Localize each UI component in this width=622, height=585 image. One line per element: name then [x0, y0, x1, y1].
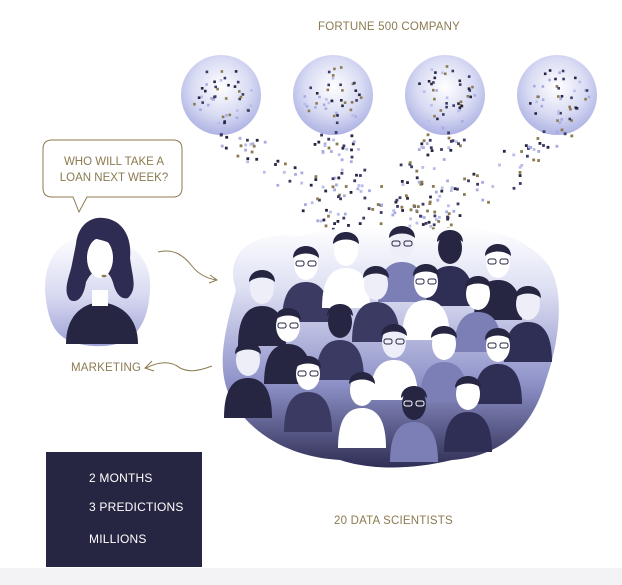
data-scientist-team [222, 226, 559, 468]
data-scientist [420, 326, 468, 402]
arrow-to-team [157, 250, 217, 281]
data-scientist [504, 286, 552, 362]
data-scientist [390, 386, 438, 462]
stat-value: MILLIONS [46, 527, 202, 551]
data-scientist [322, 232, 370, 308]
bottom-strip [0, 568, 622, 585]
data-scientists-label: 20 DATA SCIENTISTS [334, 515, 453, 527]
speech-bubble-text: WHO WILL TAKE A LOAN NEXT WEEK? [56, 154, 172, 186]
speech-bubble-line-1: WHO WILL TAKE A [63, 156, 165, 168]
arrow-to-team-head [208, 274, 219, 284]
stat-value-text: MILLIONS [89, 532, 147, 546]
data-circle [293, 55, 373, 135]
data-scientist [338, 372, 386, 448]
stat-predictions: 3 PREDICTIONS [46, 495, 202, 519]
data-scientist [474, 244, 522, 320]
data-source-circles [181, 55, 597, 135]
data-scientist [426, 230, 474, 306]
data-circle [517, 55, 597, 135]
data-scientist [444, 376, 492, 452]
arrow-to-marketing [145, 362, 213, 372]
speech-bubble [42, 139, 183, 214]
company-label: FORTUNE 500 COMPANY [318, 21, 461, 33]
marketing-person-illustration [45, 217, 151, 347]
arrow-to-marketing-head [144, 360, 155, 372]
marketing-label: MARKETING [71, 362, 142, 374]
stat-duration-text: 2 MONTHS [89, 471, 153, 485]
data-stream [219, 126, 574, 245]
data-scientist [474, 328, 522, 404]
data-circle [181, 55, 261, 135]
data-scientist [224, 342, 272, 418]
data-circle [405, 55, 485, 135]
speech-bubble-line-2: LOAN NEXT WEEK? [59, 172, 169, 184]
stat-predictions-text: 3 PREDICTIONS [89, 500, 184, 514]
stats-panel: 2 MONTHS 3 PREDICTIONS MILLIONS [46, 452, 202, 567]
data-scientist [284, 356, 332, 432]
data-scientist [238, 270, 286, 346]
data-scientist [316, 304, 364, 380]
stat-duration: 2 MONTHS [46, 466, 202, 490]
